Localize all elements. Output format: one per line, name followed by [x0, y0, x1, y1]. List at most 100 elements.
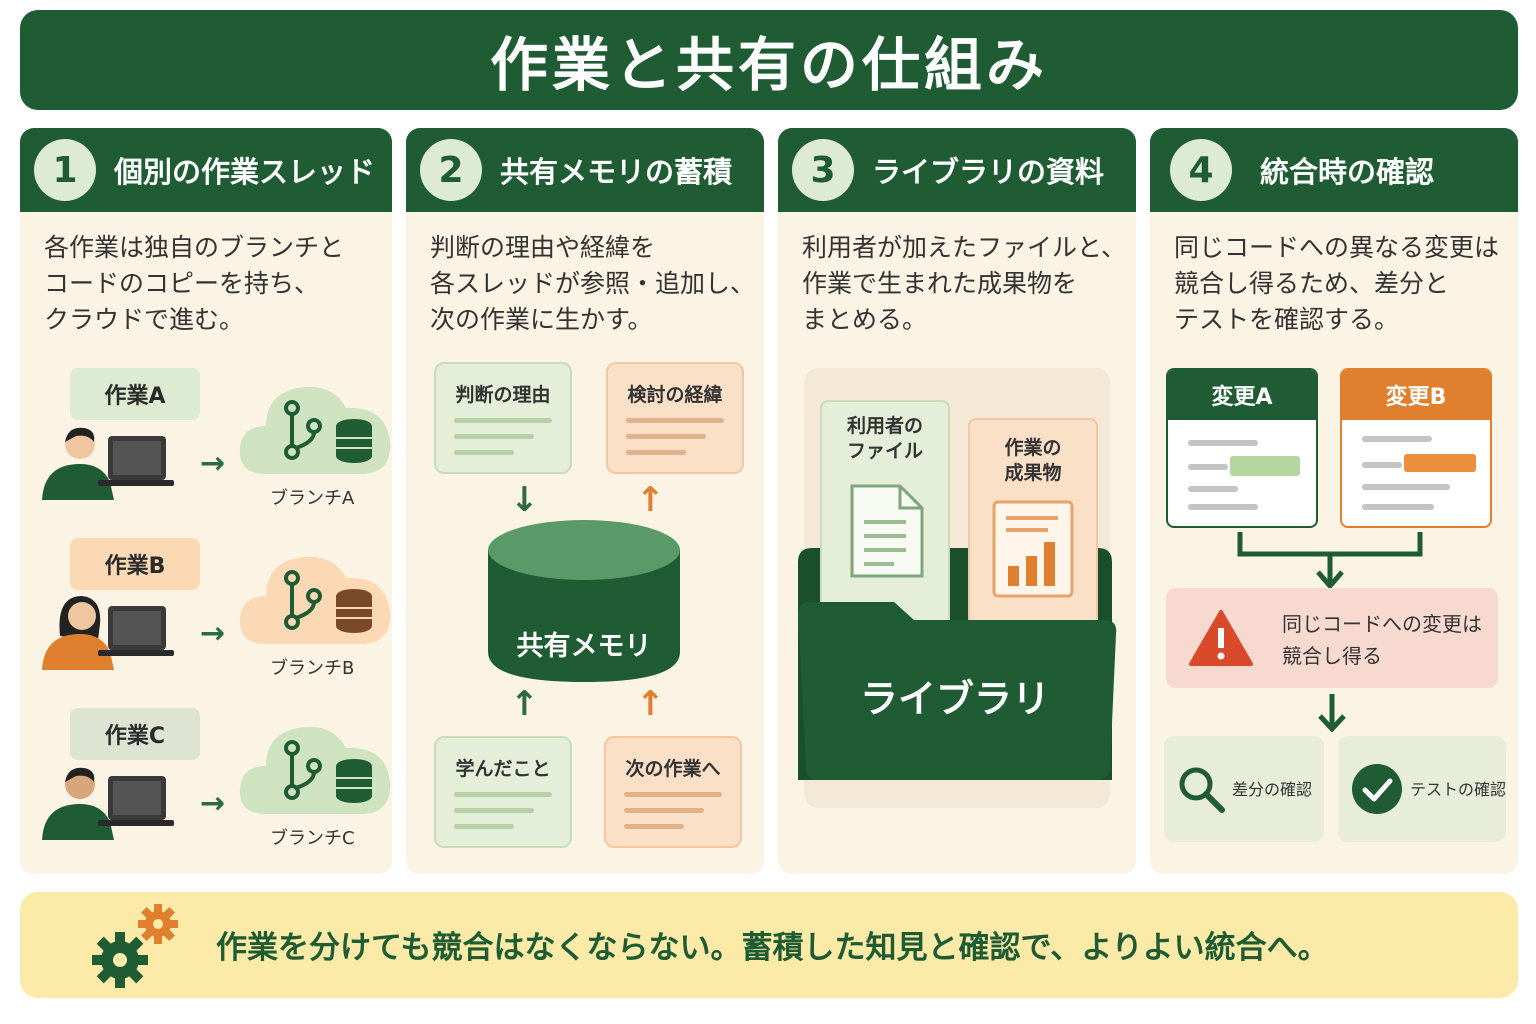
arrow-down-icon: [1318, 694, 1346, 732]
test-check-box: テストの確認: [1338, 736, 1506, 842]
artifacts-card: 作業の 成果物: [968, 418, 1098, 638]
desc-line: 各作業は独自のブランチと: [44, 233, 345, 262]
task-row-c: 作業C → ブランチC: [40, 708, 391, 858]
panel-header: 4 統合時の確認: [1150, 128, 1518, 212]
note-title: 次の作業へ: [625, 758, 721, 780]
warning-line: 同じコードへの変更は: [1282, 612, 1482, 636]
library-folder-icon: [798, 602, 1117, 780]
footer-message: 作業を分けても競合はなくならない。蓄積した知見と確認で、よりよい統合へ。: [216, 930, 1329, 966]
step-number: 3: [792, 139, 854, 201]
note-title: 判断の理由: [455, 384, 551, 406]
note-learned: 学んだこと: [434, 736, 572, 848]
desc-line: 判断の理由や経緯を: [430, 233, 656, 262]
person-laptop-icon: [42, 767, 174, 840]
desc-line: 作業で生まれた成果物を: [802, 269, 1078, 298]
label-line: 利用者の: [846, 415, 923, 437]
shared-memory-label: 共有メモリ: [516, 631, 652, 662]
document-icon: [850, 484, 924, 578]
library-label: ライブラリ: [859, 677, 1050, 721]
note-next: 次の作業へ: [604, 736, 742, 848]
merge-connector: [1237, 532, 1423, 588]
desc-line: 競合し得るため、差分と: [1174, 269, 1450, 298]
change-b-label: 変更B: [1342, 370, 1490, 420]
desc-line: クラウドで進む。: [44, 305, 245, 334]
arrow-up-icon: ↑: [510, 684, 539, 724]
branch-label: ブランチB: [270, 658, 355, 679]
step-number: 1: [34, 139, 96, 201]
desc-line: 各スレッドが参照・追加し、: [430, 269, 756, 298]
magnifier-icon: [1179, 767, 1225, 813]
panel-shared-memory: 2 共有メモリの蓄積 判断の理由や経緯を 各スレッドが参照・追加し、 次の作業に…: [406, 128, 764, 874]
task-tag: 作業B: [70, 538, 200, 590]
panel-header: 3 ライブラリの資料: [778, 128, 1136, 212]
cloud-branch-icon: [239, 386, 391, 474]
panel-merge-check: 4 統合時の確認 同じコードへの異なる変更は 競合し得るため、差分と テストを確…: [1150, 128, 1518, 874]
panel-title: 共有メモリの蓄積: [500, 155, 733, 189]
diff-check-label: 差分の確認: [1232, 780, 1313, 799]
note-title: 検討の経緯: [627, 384, 723, 406]
arrow-right-icon: →: [200, 616, 226, 651]
diff-check-box: 差分の確認: [1164, 736, 1324, 842]
note-reason: 判断の理由: [434, 362, 572, 474]
desc-line: 利用者が加えたファイルと、: [802, 233, 1127, 262]
cloud-branch-icon: [239, 726, 391, 814]
desc-line: コードのコピーを持ち、: [44, 269, 320, 298]
panel-header: 2 共有メモリの蓄積: [406, 128, 764, 212]
panel-title: 個別の作業スレッド: [114, 155, 376, 189]
label-line: 成果物: [1004, 462, 1062, 484]
task-tag: 作業A: [70, 368, 200, 420]
step-number: 4: [1170, 139, 1232, 201]
task-row-b: 作業B → ブランチB: [40, 538, 391, 688]
changed-line-highlight: [1404, 454, 1476, 472]
artifacts-label: 作業の 成果物: [970, 436, 1096, 486]
warning-line: 競合し得る: [1282, 644, 1382, 668]
desc-line: テストを確認する。: [1174, 305, 1400, 334]
conflict-warning-box: 同じコードへの変更は 競合し得る: [1166, 588, 1498, 688]
desc-line: 次の作業に生かす。: [430, 305, 653, 334]
label-line: 作業の: [1004, 437, 1062, 459]
arrow-up-icon: ↑: [636, 480, 665, 520]
panel-title: ライブラリの資料: [872, 155, 1105, 189]
panel-title: 統合時の確認: [1260, 155, 1435, 189]
arrow-right-icon: →: [200, 786, 226, 821]
task-row-a: 作業A → ブランチA: [40, 368, 391, 518]
shared-memory-database-icon: [488, 520, 680, 682]
note-title: 学んだこと: [455, 758, 551, 780]
added-line-highlight: [1230, 456, 1300, 476]
user-files-label: 利用者の ファイル: [822, 414, 948, 464]
arrow-right-icon: →: [200, 446, 226, 481]
panel-library: 3 ライブラリの資料 利用者が加えたファイルと、 作業で生まれた成果物を まとめ…: [778, 128, 1136, 874]
panel-description: 同じコードへの異なる変更は 競合し得るため、差分と テストを確認する。: [1174, 230, 1504, 338]
arrow-up-icon: ↑: [636, 684, 665, 724]
page-title: 作業と共有の仕組み: [489, 31, 1048, 99]
warning-text: 同じコードへの変更は 競合し得る: [1282, 608, 1482, 672]
change-a-label: 変更A: [1168, 370, 1316, 420]
panel-header: 1 個別の作業スレッド: [20, 128, 392, 212]
person-laptop-icon: [42, 427, 174, 500]
label-line: ファイル: [846, 440, 923, 462]
change-a-box: 変更A: [1166, 368, 1318, 528]
branch-label: ブランチA: [270, 488, 355, 509]
person-laptop-icon: [42, 596, 174, 670]
change-b-box: 変更B: [1340, 368, 1492, 528]
warning-icon: [1189, 610, 1253, 666]
task-tag: 作業C: [70, 708, 200, 760]
title-banner: 作業と共有の仕組み: [20, 10, 1518, 110]
desc-line: 同じコードへの異なる変更は: [1174, 233, 1500, 262]
report-chart-icon: [992, 500, 1074, 598]
user-files-card: 利用者の ファイル: [820, 400, 950, 640]
step-number: 2: [420, 139, 482, 201]
footer-banner: 作業を分けても競合はなくならない。蓄積した知見と確認で、よりよい統合へ。: [20, 892, 1518, 998]
test-check-label: テストの確認: [1410, 780, 1507, 799]
panel-work-threads: 1 個別の作業スレッド 各作業は独自のブランチと コードのコピーを持ち、 クラウ…: [20, 128, 392, 874]
check-circle-icon: [1352, 764, 1402, 814]
cloud-branch-icon: [239, 556, 391, 644]
panel-description: 利用者が加えたファイルと、 作業で生まれた成果物を まとめる。: [802, 230, 1127, 338]
panel-description: 判断の理由や経緯を 各スレッドが参照・追加し、 次の作業に生かす。: [430, 230, 756, 338]
gears-icon: [92, 904, 178, 988]
panel-description: 各作業は独自のブランチと コードのコピーを持ち、 クラウドで進む。: [44, 230, 378, 338]
note-history: 検討の経緯: [606, 362, 744, 474]
desc-line: まとめる。: [802, 305, 928, 334]
arrow-down-icon: ↓: [510, 480, 539, 520]
branch-label: ブランチC: [270, 828, 355, 849]
